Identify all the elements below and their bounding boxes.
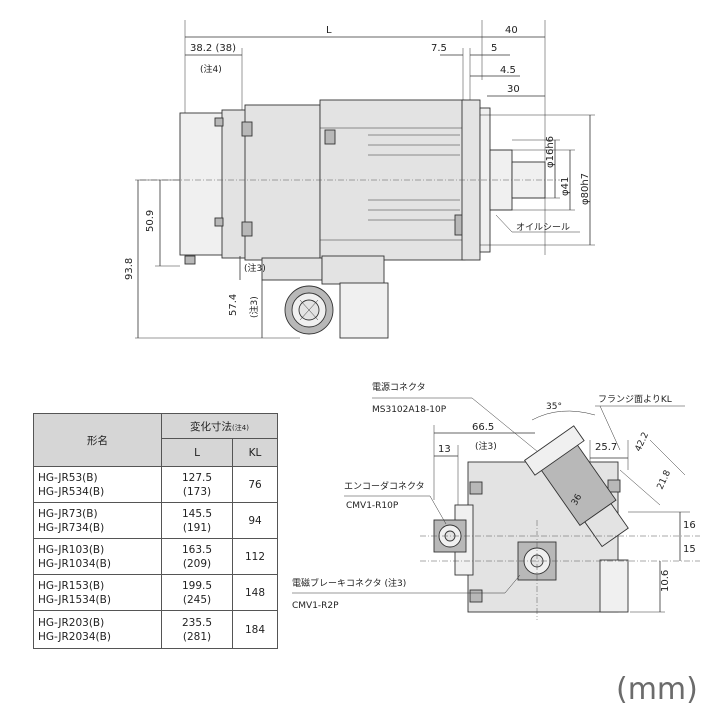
dim-phi16: φ16h6 [545,136,556,168]
note3-a: (注3) [244,262,266,274]
top-view: L 40 38.2 (38) (注4) 7.5 5 4.5 30 [124,20,595,339]
encoder-label: エンコーダコネクタ [344,480,425,492]
dim-25-7: 25.7 [595,442,617,453]
table-row: HG-JR203(B)HG-JR2034(B) 235.5(281) 184 [33,610,278,649]
table-row: HG-JR103(B)HG-JR1034(B) 163.5(209) 112 [33,538,278,575]
encoder-model: CMV1-R10P [346,501,399,511]
dim-13: 13 [438,444,451,455]
table-row: HG-JR53(B)HG-JR534(B) 127.5(173) 76 [33,466,278,503]
dim-21-8: 21.8 [656,469,674,492]
dim-15: 15 [683,544,696,555]
dim-40: 40 [505,25,518,36]
note4-label: (注4) [200,63,222,75]
unit-label: (mm) [616,672,698,707]
note3-c: (注3) [475,440,497,452]
dim-10-6: 10.6 [660,570,671,592]
dim-93-8: 93.8 [124,258,135,280]
table-row: HG-JR73(B)HG-JR734(B) 145.5(191) 94 [33,502,278,539]
dim-16: 16 [683,520,696,531]
dim-57-4: 57.4 [228,294,239,316]
dim-4-5: 4.5 [500,65,516,76]
dim-50-9: 50.9 [145,210,156,232]
flange-kl-label: フランジ面よりKL [598,394,672,405]
power-conn-model: MS3102A18-10P [372,405,447,415]
header-model: 形名 [33,413,162,467]
dim-5: 5 [491,43,497,54]
note3-b: (注3) [248,296,260,318]
side-view: 電源コネクタ MS3102A18-10P 35° フランジ面よりKL 66.5 … [292,382,700,620]
dim-phi80: φ80h7 [580,173,591,205]
angle-35: 35° [546,402,562,412]
dim-7-5: 7.5 [431,43,447,54]
dim-30: 30 [507,84,520,95]
brake-model: CMV1-R2P [292,601,339,611]
header-variable-dims: 変化寸法(注4) [161,412,278,440]
oil-seal-label: オイルシール [516,222,570,233]
dim-42-2: 42.2 [634,431,652,453]
dim-L: L [326,25,332,36]
header-L: L [161,438,233,467]
angled-power-connector [523,425,629,548]
header-KL: KL [232,438,278,467]
power-connector-box [321,255,385,285]
dim-38-2: 38.2 (38) [190,43,236,54]
motor-brake-section [244,104,321,261]
brake-label: 電磁ブレーキコネクタ (注3) [292,577,406,589]
dim-66-5: 66.5 [472,422,494,433]
dim-phi41: φ41 [560,177,571,196]
table-row: HG-JR153(B)HG-JR1534(B) 199.5(245) 148 [33,574,278,611]
spec-table: 形名 変化寸法(注4) L KL HG-JR53(B)HG-JR534(B) 1… [33,412,278,649]
power-conn-label: 電源コネクタ [372,382,426,393]
